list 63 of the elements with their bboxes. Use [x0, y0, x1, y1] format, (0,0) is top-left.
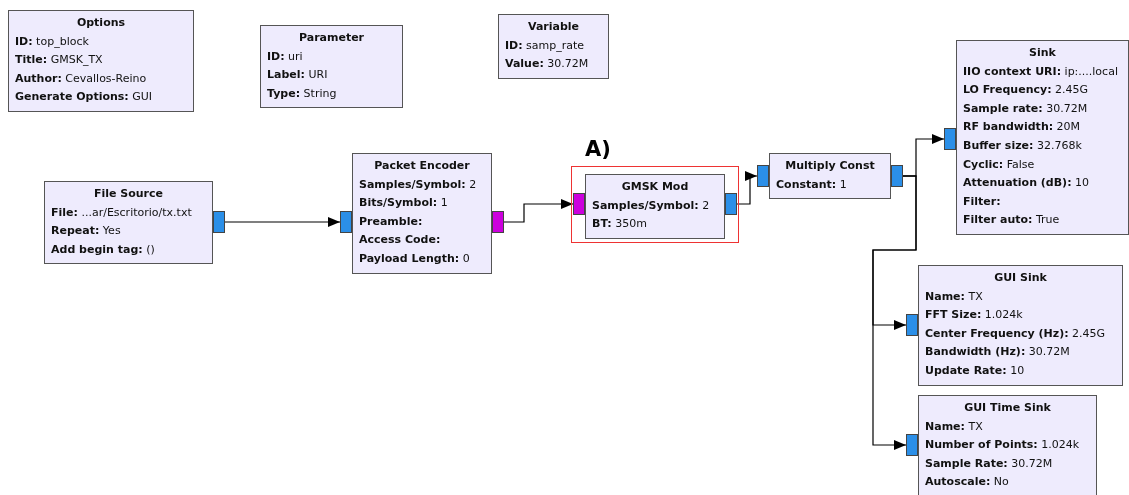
- block-title: Multiply Const: [784, 158, 876, 174]
- parameter-text: Repeat: Yes: [51, 223, 122, 240]
- parameter-text: Number of Points: 1.024k: [925, 437, 1081, 454]
- parameter-text: Filter:: [963, 193, 1002, 210]
- group-label: A): [585, 137, 611, 161]
- block-title: File Source: [92, 186, 165, 202]
- block: [260, 25, 403, 109]
- parameter-text: IIO context URI: ip:....local: [963, 63, 1119, 80]
- parameter-text: Value: 30.72M: [505, 56, 590, 73]
- parameter-text: Update Rate: 10: [925, 362, 1026, 379]
- parameter-text: Payload Length: 0: [359, 250, 471, 267]
- block: [340, 153, 504, 274]
- parameter-text: Name: TX: [925, 418, 984, 435]
- block: [498, 14, 609, 79]
- parameter-text: Samples/Symbol: 2: [592, 197, 711, 214]
- block-title: Variable: [526, 19, 581, 35]
- parameter-text: Samples/Symbol: 2: [359, 176, 478, 193]
- parameter-text: Bandwidth (Hz): 30.72M: [925, 344, 1071, 361]
- parameter-text: Attenuation (dB): 10: [963, 175, 1091, 192]
- parameter-text: Access Code:: [359, 232, 442, 249]
- parameter-text: Cyclic: False: [963, 156, 1036, 173]
- connector-arrow: [503, 199, 574, 223]
- parameter-text: Sample rate: 30.72M: [963, 100, 1089, 117]
- block: [573, 174, 737, 239]
- block: [906, 265, 1123, 386]
- parameter-text: ID: top_block: [15, 33, 90, 50]
- parameter-text: BT: 350m: [592, 216, 648, 233]
- parameter-text: FFT Size: 1.024k: [925, 307, 1024, 324]
- parameter-text: Name: TX: [925, 288, 984, 305]
- block-title: Options: [75, 15, 127, 31]
- block: [944, 40, 1129, 235]
- parameter-text: Bits/Symbol: 1: [359, 195, 449, 212]
- parameter-text: RF bandwidth: 20M: [963, 119, 1082, 136]
- parameter-text: Type: String: [267, 85, 338, 102]
- parameter-text: Generate Options: GUI: [15, 89, 154, 106]
- parameter-text: Author: Cevallos-Reino: [15, 70, 148, 87]
- parameter-text: Title: GMSK_TX: [15, 52, 104, 69]
- parameter-text: Filter auto: True: [963, 212, 1061, 229]
- parameter-text: Preamble:: [359, 213, 424, 230]
- parameter-text: LO Frequency: 2.45G: [963, 82, 1090, 99]
- block: [757, 153, 903, 200]
- parameter-text: Add begin tag: (): [51, 241, 156, 258]
- block-title: GUI Sink: [993, 270, 1048, 286]
- block-title: Sink: [1028, 45, 1057, 61]
- block-title: Parameter: [297, 30, 366, 46]
- parameter-text: Center Frequency (Hz): 2.45G: [925, 325, 1107, 342]
- connector-arrow: [736, 171, 758, 205]
- connector-arrow: [224, 217, 341, 227]
- block: [8, 10, 194, 112]
- parameter-text: ID: samp_rate: [505, 37, 586, 54]
- block-title: Packet Encoder: [373, 158, 471, 174]
- parameter-text: Autoscale: No: [925, 474, 1010, 491]
- connector-arrow: [872, 175, 917, 450]
- parameter-text: Label: URI: [267, 67, 329, 84]
- block: [906, 395, 1097, 495]
- block: [44, 181, 225, 265]
- block-title: GMSK Mod: [620, 179, 690, 195]
- parameter-text: ID: uri: [267, 48, 304, 65]
- parameter-text: Constant: 1: [776, 176, 848, 193]
- block-title: GUI Time Sink: [963, 400, 1052, 416]
- parameter-text: File: ...ar/Escritorio/tx.txt: [51, 204, 193, 221]
- parameter-text: Buffer size: 32.768k: [963, 137, 1083, 154]
- parameter-text: Sample Rate: 30.72M: [925, 455, 1054, 472]
